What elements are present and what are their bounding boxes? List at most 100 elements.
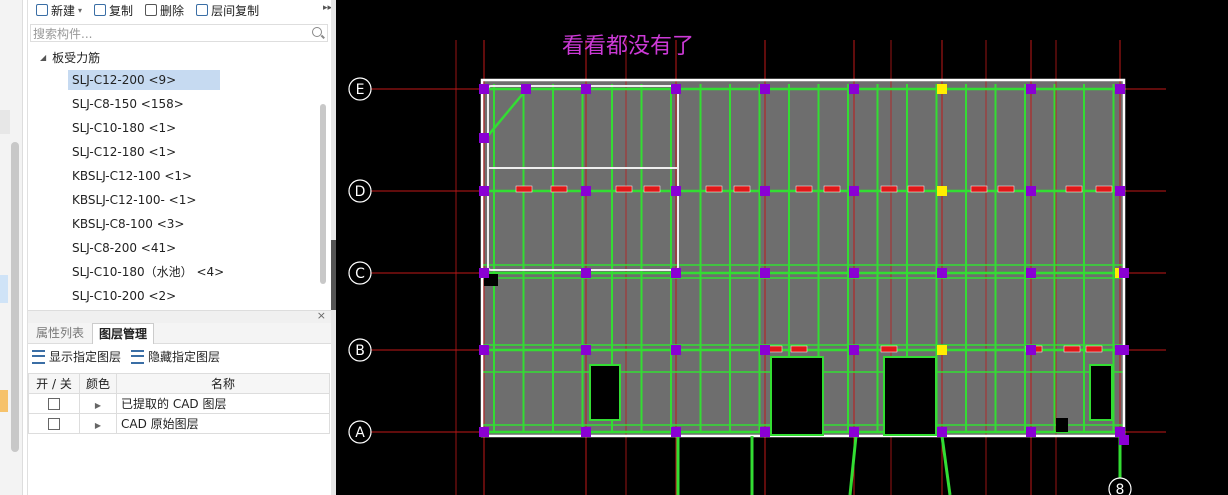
- column-marker: [671, 427, 681, 437]
- dock-highlight-tab[interactable]: [0, 390, 8, 412]
- tree-item[interactable]: SLJ-C8-200 <41>: [72, 241, 177, 255]
- collapse-triangle-icon[interactable]: ◢: [40, 52, 47, 62]
- column-marker: [581, 186, 591, 196]
- column-marker: [849, 186, 859, 196]
- new-button[interactable]: 新建 ▾: [32, 1, 86, 19]
- rebar-tag: [823, 185, 841, 193]
- axis-bubble: [348, 77, 372, 101]
- opening: [1089, 364, 1113, 421]
- rebar-tag: [1085, 345, 1103, 353]
- rebar-tag: [880, 345, 898, 353]
- search-icon[interactable]: [312, 27, 322, 37]
- column-marker: [760, 345, 770, 355]
- rebar-tag: [615, 185, 633, 193]
- layer-visibility-checkbox[interactable]: [48, 418, 60, 430]
- tree-item[interactable]: SLJ-C10-200 <2>: [72, 289, 177, 303]
- axis-bubble: [348, 338, 372, 362]
- column-marker: [479, 427, 489, 437]
- collapse-handle[interactable]: [331, 240, 336, 310]
- panel-splitter[interactable]: ×: [28, 309, 332, 323]
- chevron-down-icon[interactable]: ▾: [78, 5, 83, 15]
- rebar-diagonal: [485, 89, 527, 139]
- layer-actions: 显示指定图层 隐藏指定图层: [32, 348, 220, 365]
- tree-item[interactable]: SLJ-C10-180 <1>: [72, 121, 177, 135]
- layers-icon: [32, 349, 45, 364]
- column-marker: [1026, 427, 1036, 437]
- rebar-tag: [790, 345, 808, 353]
- rebar-tag: [997, 185, 1015, 193]
- close-icon[interactable]: ×: [316, 309, 326, 322]
- layer-name: CAD 原始图层: [116, 413, 330, 434]
- layers-icon: [131, 349, 145, 364]
- tree-group-slab-rebar[interactable]: ◢ 板受力筋: [40, 48, 100, 66]
- hide-layer-label: 隐藏指定图层: [148, 350, 221, 364]
- column-marker: [521, 84, 531, 94]
- component-search: [30, 24, 328, 43]
- panel-divider[interactable]: [331, 0, 336, 495]
- column-marker: [1119, 268, 1129, 278]
- column-marker: [849, 345, 859, 355]
- column-marker: [671, 345, 681, 355]
- column-marker: [760, 268, 770, 278]
- tree-group-label: 板受力筋: [52, 50, 101, 65]
- rebar-tag: [970, 185, 988, 193]
- dock-scrollbar[interactable]: [11, 142, 19, 452]
- column-marker: [581, 345, 591, 355]
- axis-bubble: [348, 179, 372, 203]
- rebar-tag: [880, 185, 898, 193]
- tree-item[interactable]: SLJ-C10-180（水池） <4>: [72, 265, 225, 279]
- axis-label: E: [356, 82, 365, 98]
- column-marker: [849, 268, 859, 278]
- tree-item[interactable]: SLJ-C12-180 <1>: [72, 145, 177, 159]
- yellow-marker: [937, 84, 947, 94]
- column-marker: [479, 84, 489, 94]
- column-marker: [479, 268, 489, 278]
- axis-label: 8: [1116, 482, 1125, 495]
- column-marker: [581, 268, 591, 278]
- rebar-tag: [733, 185, 751, 193]
- axis-bubble: [348, 261, 372, 285]
- layer-visibility-checkbox[interactable]: [48, 398, 60, 410]
- opening: [883, 356, 937, 436]
- tab-layer-management[interactable]: 图层管理: [92, 323, 155, 344]
- expand-arrow-icon[interactable]: ▶: [94, 400, 102, 410]
- tree-item[interactable]: SLJ-C12-200 <9>: [68, 70, 220, 90]
- bottom-tabs: 属性列表 图层管理: [28, 323, 332, 344]
- rebar-tag: [1065, 185, 1083, 193]
- component-toolbar: 新建 ▾ 复制 删除 层间复制 ▸▸: [28, 0, 336, 20]
- column-marker: [1026, 268, 1036, 278]
- rebar-column: [848, 435, 858, 495]
- column-marker: [581, 427, 591, 437]
- column-marker: [671, 186, 681, 196]
- component-tree: ◢ 板受力筋 SLJ-C12-200 <9> SLJ-C8-150 <158> …: [28, 46, 326, 306]
- tree-item[interactable]: SLJ-C8-150 <158>: [72, 97, 184, 111]
- toolbar-overflow-icon[interactable]: ▸▸: [322, 3, 332, 13]
- show-layer-label: 显示指定图层: [49, 350, 122, 364]
- column-marker: [849, 84, 859, 94]
- tree-item[interactable]: KBSLJ-C12-100- <1>: [72, 193, 197, 207]
- tab-properties[interactable]: 属性列表: [36, 326, 85, 340]
- trash-icon: [145, 4, 158, 16]
- opening: [770, 356, 824, 436]
- layer-table: 开 / 关 颜色 名称 ▶ 已提取的 CAD 图层 ▶ CAD 原始图层: [28, 373, 330, 434]
- floor-copy-label: 层间复制: [211, 3, 260, 18]
- copy-button[interactable]: 复制: [90, 1, 137, 19]
- column-marker: [1026, 84, 1036, 94]
- delete-label: 删除: [160, 3, 185, 18]
- table-row: ▶ 已提取的 CAD 图层: [28, 393, 330, 414]
- expand-arrow-icon[interactable]: ▶: [94, 420, 102, 430]
- tree-item[interactable]: KBSLJ-C8-100 <3>: [72, 217, 185, 231]
- dock-tab[interactable]: [0, 110, 10, 134]
- column-marker: [1115, 427, 1125, 437]
- hide-layer-button[interactable]: 隐藏指定图层: [131, 348, 220, 365]
- axis-label: A: [355, 425, 365, 441]
- delete-button[interactable]: 删除: [141, 1, 188, 19]
- tree-scrollbar[interactable]: [320, 104, 326, 284]
- floor-copy-button[interactable]: 层间复制: [192, 1, 263, 19]
- show-layer-button[interactable]: 显示指定图层: [32, 348, 121, 365]
- search-input[interactable]: [31, 25, 305, 43]
- tree-item[interactable]: KBSLJ-C12-100 <1>: [72, 169, 193, 183]
- dock-selected-tab[interactable]: [0, 275, 8, 303]
